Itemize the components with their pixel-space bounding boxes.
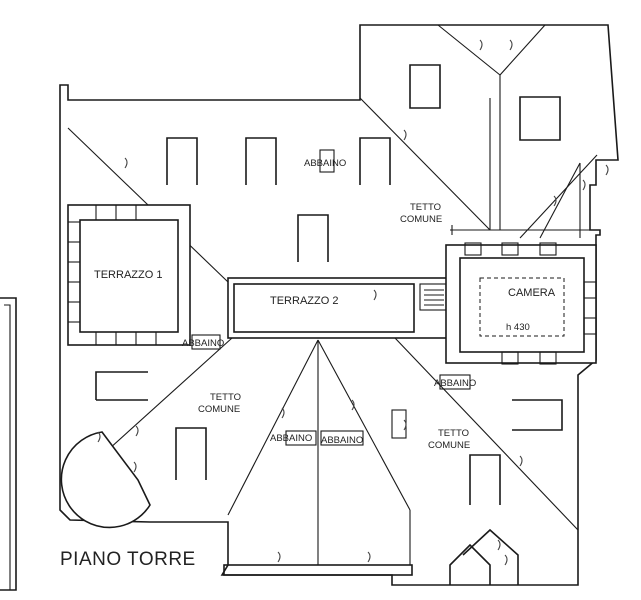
camera-room-structure (445, 242, 597, 365)
round-tower (60, 431, 151, 529)
label-tetto-comune-top-2: COMUNE (400, 214, 442, 225)
label-camera-height: h 430 (506, 322, 530, 333)
label-camera: CAMERA (508, 287, 556, 299)
dormer-shapes (95, 64, 563, 585)
label-abbaino-center-left: ABBAINO (270, 433, 312, 444)
label-tetto-comune-left-1: TETTO (210, 392, 241, 403)
label-terrazzo-2: TERRAZZO 2 (270, 295, 338, 307)
abbaino-boxes (191, 334, 471, 446)
label-tetto-comune-right-1: TETTO (438, 428, 469, 439)
plan-title: PIANO TORRE (60, 549, 196, 570)
terrazzo-2-structure (227, 277, 449, 339)
label-terrazzo-1: TERRAZZO 1 (94, 269, 162, 281)
terrazzo-1-structure (67, 204, 191, 346)
adjacent-building-outline (0, 297, 17, 591)
label-abbaino-right: ABBAINO (434, 378, 476, 389)
label-abbaino-center-right: ABBAINO (321, 435, 363, 446)
label-tetto-comune-right-2: COMUNE (428, 440, 470, 451)
hip-tick-marks (97, 39, 609, 566)
label-tetto-comune-left-2: COMUNE (198, 404, 240, 415)
label-tetto-comune-top-1: TETTO (410, 202, 441, 213)
label-abbaino-left: ABBAINO (182, 338, 224, 349)
label-abbaino-top: ABBAINO (304, 158, 346, 169)
bottom-ridge-base (223, 564, 413, 576)
